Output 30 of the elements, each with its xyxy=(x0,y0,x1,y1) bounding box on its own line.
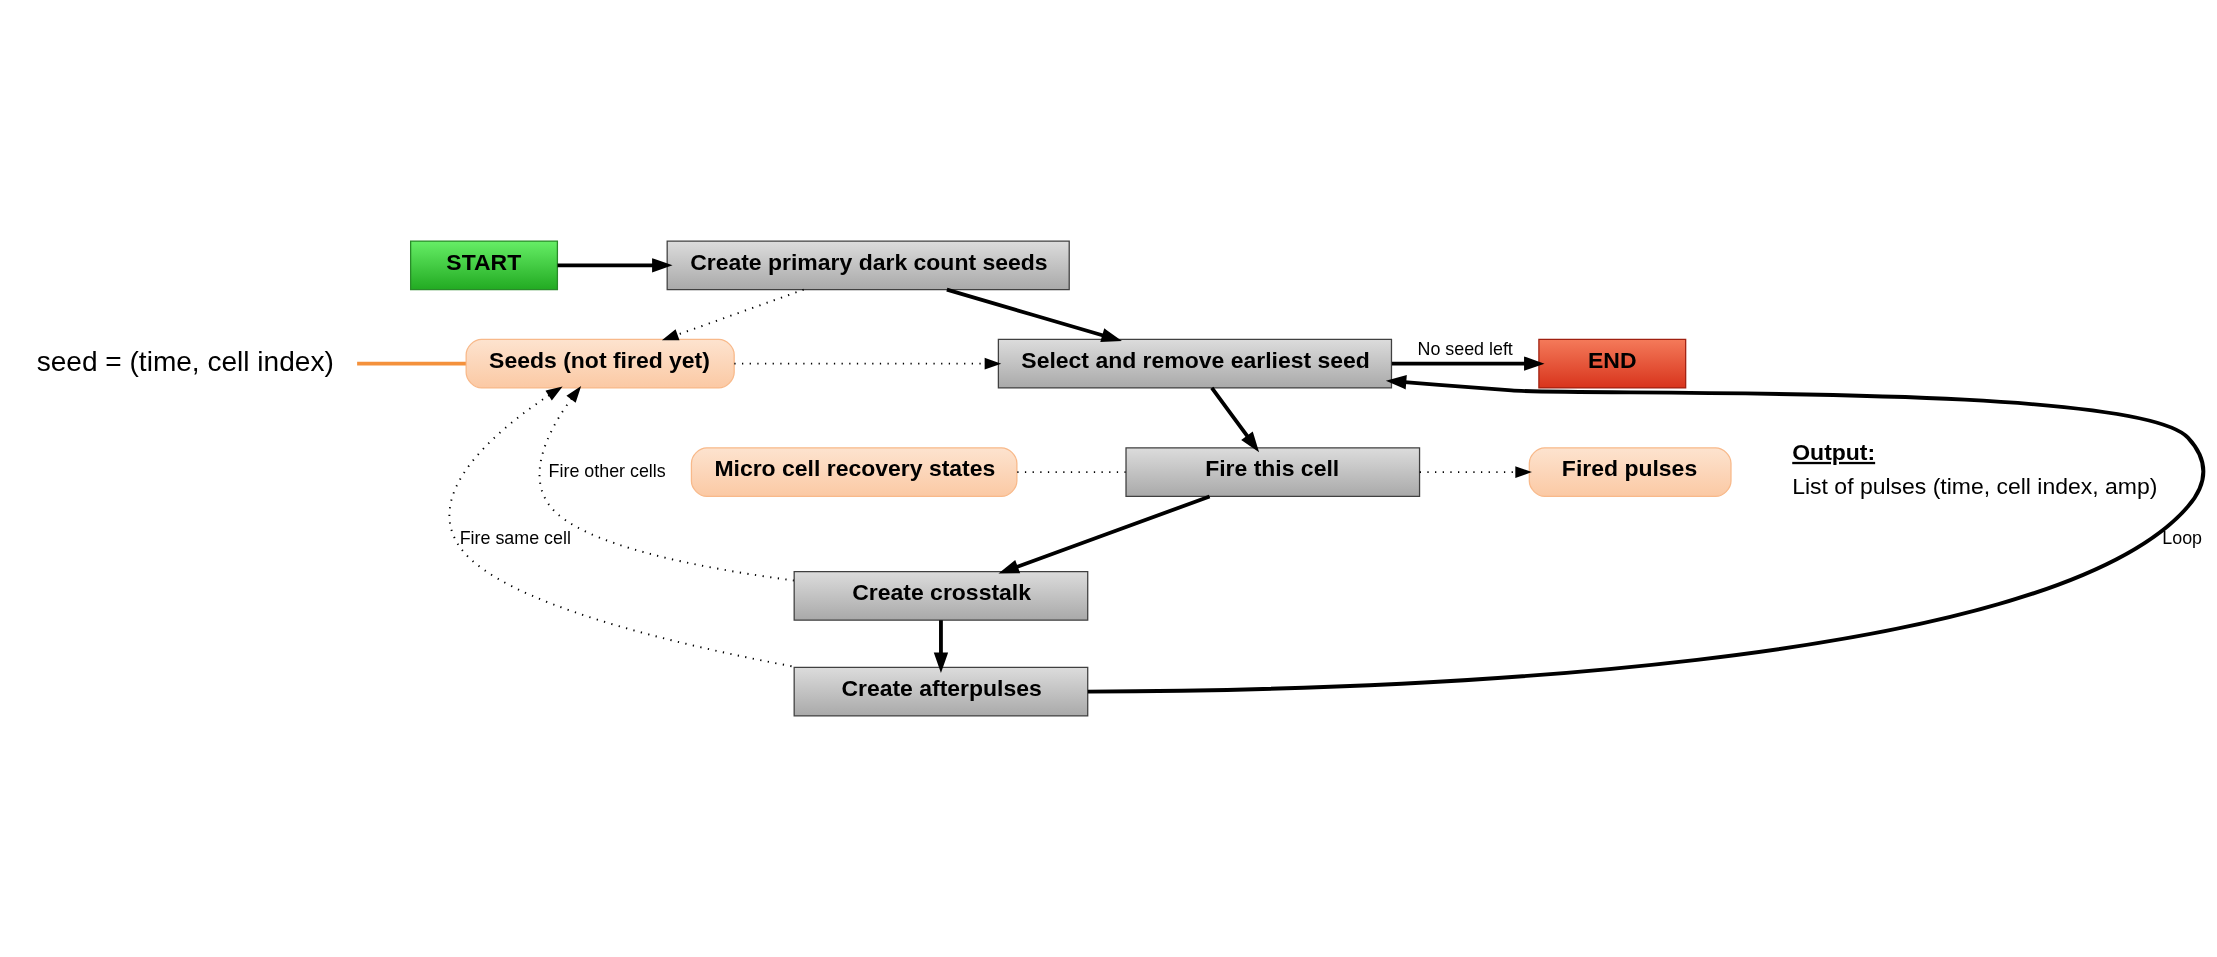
arrow xyxy=(661,288,805,341)
node-label: List of pulses (time, cell index, amp) xyxy=(1792,473,2158,500)
arrow xyxy=(933,620,949,674)
edge-label: No seed left xyxy=(1417,338,1513,359)
edge-label: Loop xyxy=(2162,527,2203,548)
node-box: Fire this cell xyxy=(1125,447,1421,497)
node-box: Select and remove earliest seed xyxy=(997,338,1393,389)
node-box: Seeds (not fired yet) xyxy=(465,338,735,389)
node-box: Create primary dark count seeds xyxy=(666,240,1070,291)
arrow xyxy=(998,494,1211,574)
arrow xyxy=(946,287,1122,343)
node-box: START xyxy=(410,240,559,291)
connector xyxy=(1016,471,1127,474)
node-label: Output: xyxy=(1792,438,1876,465)
arrow xyxy=(538,386,795,582)
node-text: seed = (time, cell index) xyxy=(36,345,334,377)
arrow xyxy=(733,357,1002,370)
node-box: Create afterpulses xyxy=(793,666,1089,717)
arrow xyxy=(1087,375,2205,694)
node-box: Fired pulses xyxy=(1528,447,1732,497)
arrow xyxy=(1418,466,1532,478)
arrow xyxy=(1210,386,1260,453)
arrow xyxy=(557,258,673,273)
arrow xyxy=(1392,356,1545,371)
edge-label: Fire other cells xyxy=(548,460,666,481)
node-box: END xyxy=(1538,338,1687,389)
node-box: Micro cell recovery states xyxy=(690,447,1018,497)
node-box: Create crosstalk xyxy=(793,571,1089,621)
edge-label: Fire same cell xyxy=(459,527,571,548)
connector xyxy=(357,361,466,366)
